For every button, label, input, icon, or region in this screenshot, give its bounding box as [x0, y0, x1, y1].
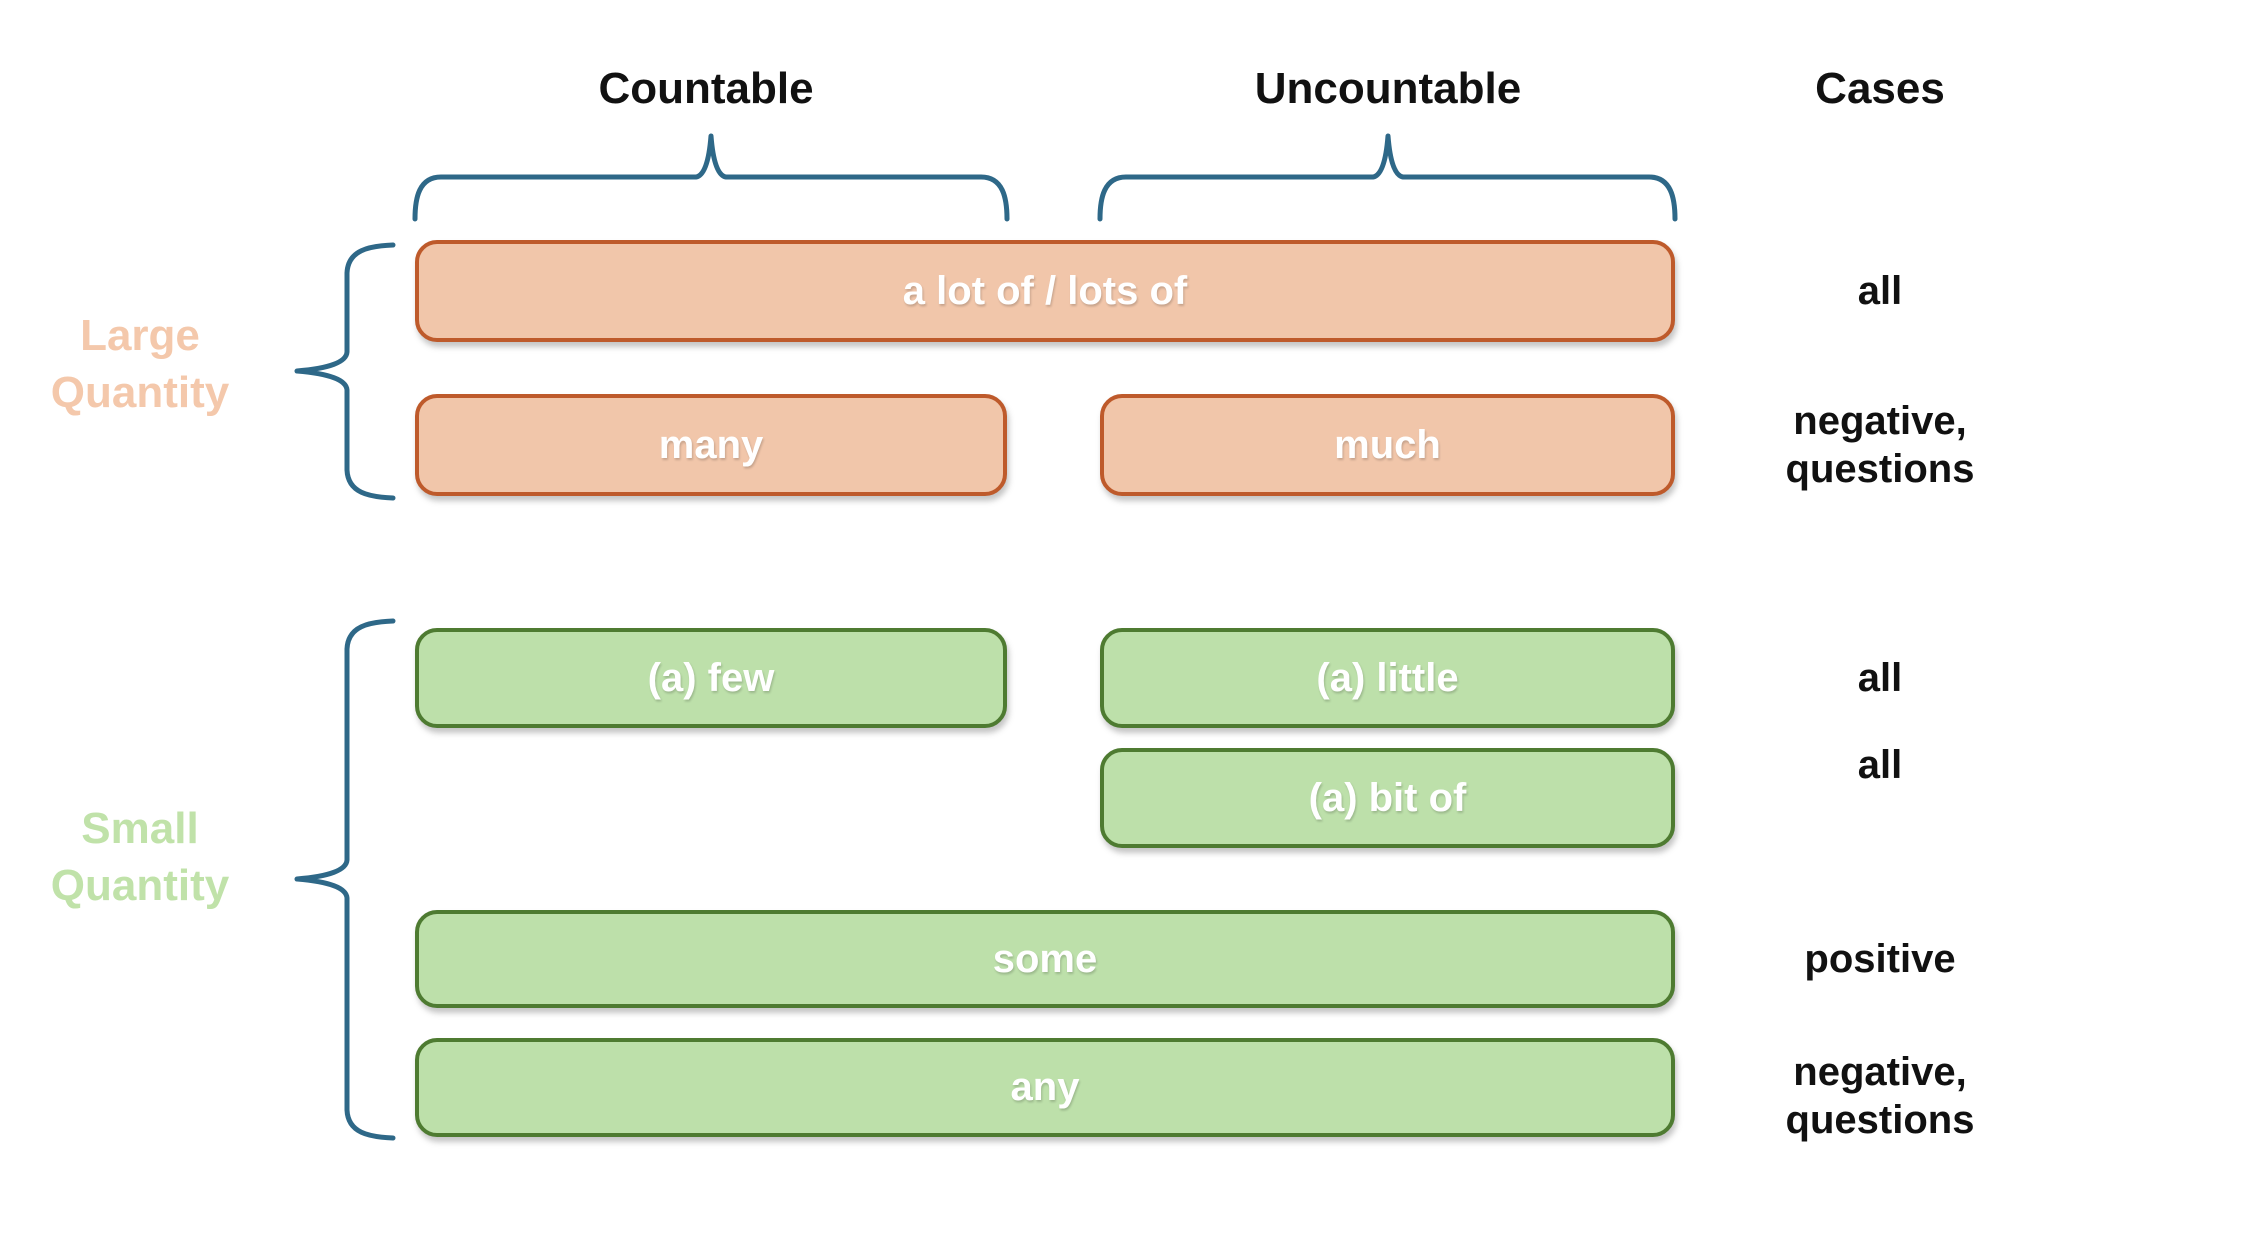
box-a-few: (a) few — [415, 628, 1007, 728]
case-any: negative, questions — [1786, 1048, 1975, 1144]
box-a-bit-of: (a) bit of — [1100, 748, 1675, 848]
case-few-little: all — [1858, 654, 1902, 702]
column-header-countable: Countable — [598, 64, 814, 113]
box-a-little: (a) little — [1100, 628, 1675, 728]
case-few-little-line1: all — [1857, 656, 1903, 700]
box-any: any — [415, 1038, 1675, 1137]
large-quantity-label-line1: Large — [80, 311, 200, 360]
case-bit-of: all — [1858, 741, 1902, 789]
uncountable-brace — [1097, 133, 1678, 222]
countable-brace — [412, 133, 1010, 222]
large-quantity-label: Large Quantity — [51, 307, 229, 421]
small-quantity-brace — [294, 618, 396, 1141]
case-a-lot-of-line1: all — [1857, 269, 1903, 313]
case-some: positive — [1804, 935, 1955, 983]
box-much: much — [1100, 394, 1675, 496]
case-bit-of-line1: all — [1857, 743, 1903, 787]
column-header-cases: Cases — [1815, 64, 1945, 113]
small-quantity-label-line2: Quantity — [50, 861, 230, 910]
case-any-line2: questions — [1785, 1098, 1975, 1142]
case-some-line1: positive — [1804, 937, 1956, 981]
case-a-lot-of: all — [1858, 267, 1902, 315]
large-quantity-label-line2: Quantity — [50, 368, 230, 417]
column-header-uncountable: Uncountable — [1254, 64, 1522, 113]
box-some: some — [415, 910, 1675, 1008]
case-many-much: negative, questions — [1786, 397, 1975, 493]
case-any-line1: negative, — [1793, 1050, 1967, 1094]
case-many-much-line2: questions — [1785, 447, 1975, 491]
box-many: many — [415, 394, 1007, 496]
case-many-much-line1: negative, — [1793, 399, 1967, 443]
box-a-lot-of: a lot of / lots of — [415, 240, 1675, 342]
large-quantity-brace — [294, 242, 396, 501]
small-quantity-label-line1: Small — [81, 804, 199, 853]
small-quantity-label: Small Quantity — [51, 800, 229, 914]
